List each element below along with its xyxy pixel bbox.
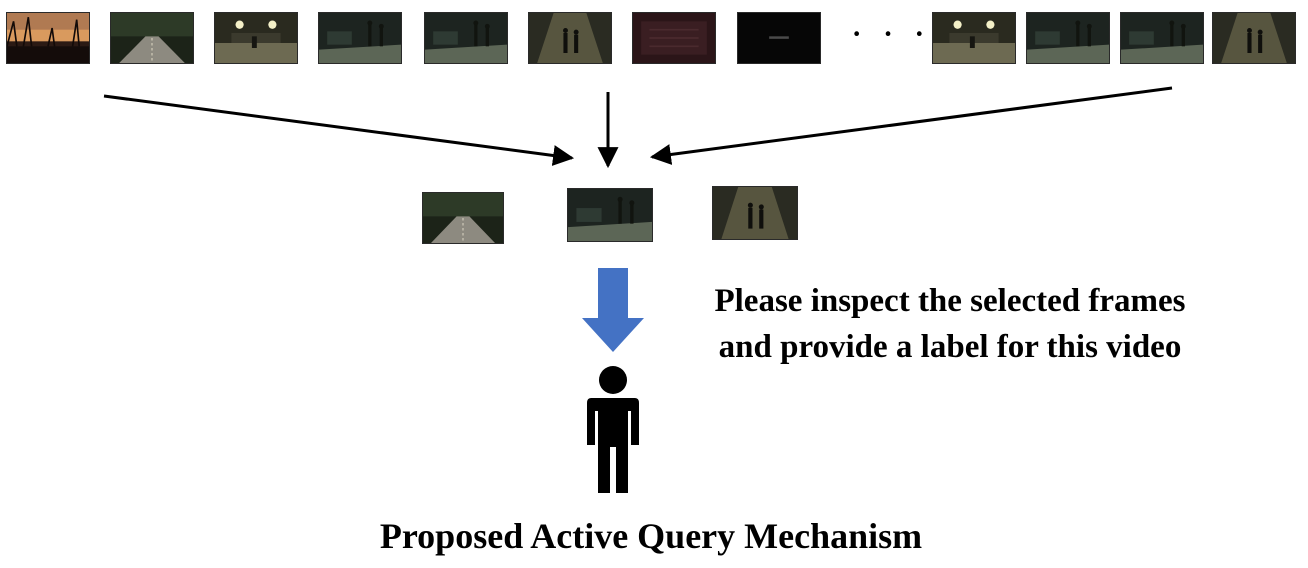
input-frame-7 — [632, 12, 716, 64]
left-connector-arrow — [103, 94, 575, 166]
down-arrow-icon — [582, 268, 644, 352]
input-frame-1 — [6, 12, 90, 64]
input-frame-10 — [1026, 12, 1110, 64]
query-prompt-line-1: Please inspect the selected frames — [714, 283, 1186, 319]
input-frame-12 — [1212, 12, 1296, 64]
query-prompt-line-2: and provide a label for this video — [718, 329, 1182, 365]
input-frame-5 — [424, 12, 508, 64]
input-frame-8 — [737, 12, 821, 64]
right-connector-arrow — [649, 86, 1173, 165]
input-frame-4 — [318, 12, 402, 64]
input-frame-9 — [932, 12, 1016, 64]
input-frame-2 — [110, 12, 194, 64]
query-prompt: Please inspect the selected frames and p… — [650, 278, 1250, 370]
person-icon — [587, 366, 639, 493]
selected-frame-1 — [422, 192, 504, 244]
input-frame-6 — [528, 12, 612, 64]
input-frame-3 — [214, 12, 298, 64]
frame-ellipsis: · · · — [850, 11, 930, 56]
input-frame-11 — [1120, 12, 1204, 64]
diagram-caption: Proposed Active Query Mechanism — [379, 516, 923, 556]
selected-frame-3 — [712, 186, 798, 240]
selected-frame-2 — [567, 188, 653, 242]
